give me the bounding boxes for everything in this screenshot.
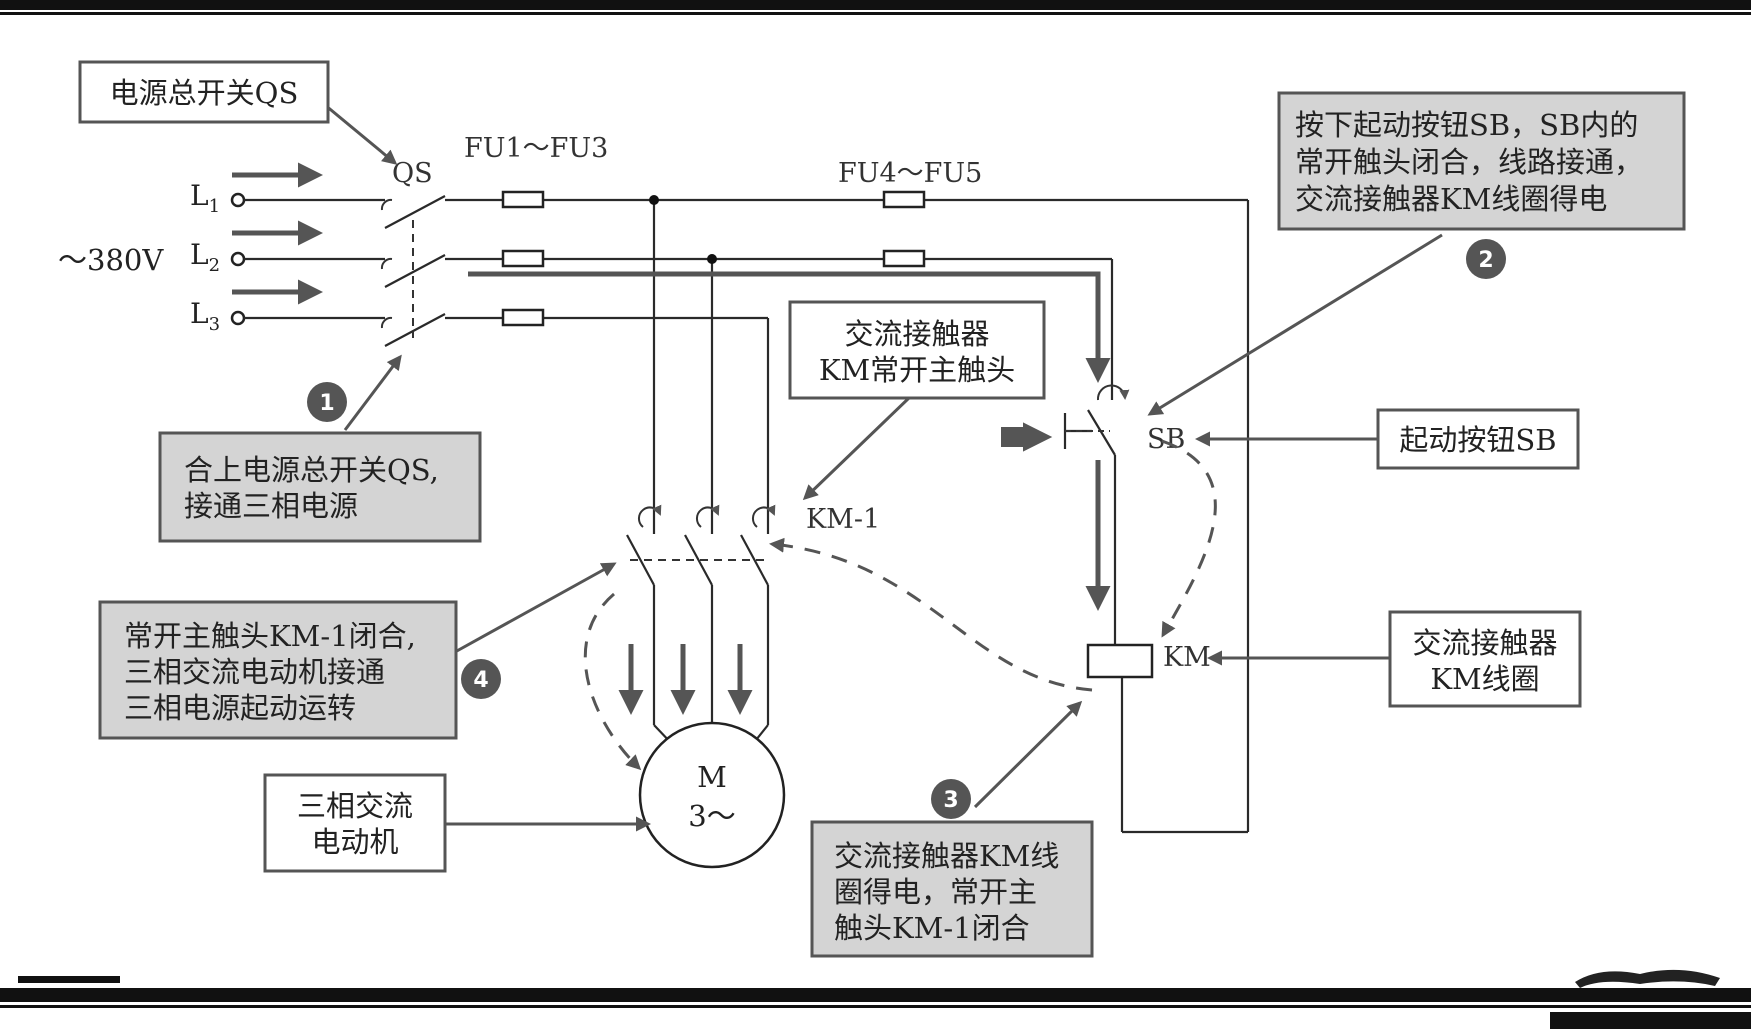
svg-text:KM常开主触头: KM常开主触头	[819, 353, 1015, 387]
km1-label: KM-1	[806, 504, 880, 535]
svg-text:接通三相电源: 接通三相电源	[184, 489, 358, 523]
action-dashes	[583, 439, 1217, 771]
contact-arcs	[380, 198, 1130, 528]
motor-label-phase: 3～	[688, 799, 735, 833]
callout-start-button: 起动按钮SB	[1376, 408, 1580, 470]
svg-text:交流接触器KM线圈得电: 交流接触器KM线圈得电	[1295, 182, 1607, 216]
motor-label-m: M	[697, 760, 727, 794]
current-flow-arrows	[468, 271, 1111, 715]
svg-text:交流接触器KM线: 交流接触器KM线	[834, 839, 1059, 873]
component-labels: QS FU1～FU3 FU4～FU5 KM-1 SB KM	[392, 133, 1211, 673]
step-1-callout: 合上电源总开关QS, 接通三相电源	[158, 431, 482, 543]
svg-text:起动按钮SB: 起动按钮SB	[1399, 423, 1556, 457]
svg-text:2: 2	[1478, 248, 1493, 273]
svg-text:电动机: 电动机	[311, 825, 398, 859]
svg-text:KM线圈: KM线圈	[1430, 662, 1539, 696]
svg-text:按下起动按钮SB，SB内的: 按下起动按钮SB，SB内的	[1295, 108, 1638, 142]
callout-motor: 三相交流 电动机	[263, 773, 447, 873]
svg-text:合上电源总开关QS,: 合上电源总开关QS,	[184, 453, 439, 487]
phase-terminals: L1 L2 L3 ～380V	[58, 179, 246, 335]
fuses	[501, 190, 926, 327]
circuit-wires	[244, 195, 1250, 834]
svg-text:三相交流: 三相交流	[297, 789, 413, 823]
power-flow-arrows	[232, 162, 323, 305]
fuse-fu5	[882, 249, 926, 268]
step-badge-4: 4	[461, 659, 501, 699]
svg-text:交流接触器: 交流接触器	[844, 317, 989, 351]
qs-label: QS	[392, 158, 433, 189]
svg-text:电源总开关QS: 电源总开关QS	[110, 76, 299, 110]
fuse-fu4	[882, 190, 926, 209]
callout-km-coil: 交流接触器 KM线圈	[1388, 610, 1582, 708]
svg-text:三相电源起动运转: 三相电源起动运转	[124, 691, 356, 725]
svg-text:交流接触器: 交流接触器	[1412, 626, 1557, 660]
svg-text:常开主触头KM-1闭合,: 常开主触头KM-1闭合,	[124, 619, 416, 653]
voltage-label: ～380V	[58, 243, 164, 277]
l1-label: L1	[190, 179, 220, 217]
step-2-callout: 按下起动按钮SB，SB内的 常开触头闭合，线路接通， 交流接触器KM线圈得电	[1277, 91, 1686, 231]
step-badge-1: 1	[307, 382, 347, 422]
sb-label: SB	[1147, 424, 1185, 455]
km-label: KM	[1163, 642, 1211, 673]
callout-leaders	[324, 103, 1443, 832]
l2-label: L2	[190, 238, 220, 276]
callout-km-main-contact: 交流接触器 KM常开主触头	[788, 300, 1046, 400]
svg-text:三相交流电动机接通: 三相交流电动机接通	[124, 655, 385, 689]
svg-text:常开触头闭合，线路接通，: 常开触头闭合，线路接通，	[1295, 145, 1643, 179]
step-3-callout: 交流接触器KM线 圈得电，常开主 触头KM-1闭合	[810, 820, 1094, 958]
svg-text:圈得电，常开主: 圈得电，常开主	[834, 875, 1037, 909]
l3-label: L3	[190, 297, 220, 335]
fu4-5-label: FU4～FU5	[838, 158, 982, 189]
svg-text:触头KM-1闭合: 触头KM-1闭合	[834, 911, 1030, 945]
callout-main-switch: 电源总开关QS	[78, 60, 330, 124]
fu1-3-label: FU1～FU3	[464, 133, 608, 164]
fuse-fu3	[501, 308, 545, 327]
step-badge-3: 3	[931, 779, 971, 819]
motor: M 3～	[638, 721, 786, 869]
svg-text:1: 1	[319, 391, 334, 416]
km-coil	[1086, 643, 1154, 679]
fuse-fu2	[501, 249, 545, 268]
fuse-fu1	[501, 190, 545, 209]
svg-text:4: 4	[473, 668, 488, 693]
step-badge-2: 2	[1466, 239, 1506, 279]
step-4-callout: 常开主触头KM-1闭合, 三相交流电动机接通 三相电源起动运转	[98, 600, 458, 740]
svg-text:3: 3	[943, 788, 958, 813]
